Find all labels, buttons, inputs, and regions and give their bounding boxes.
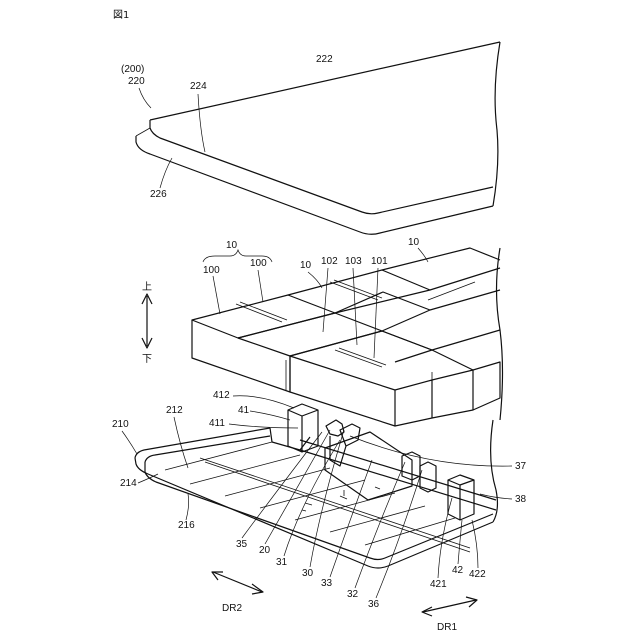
label-37: 37	[515, 461, 527, 472]
label-41: 41	[238, 405, 250, 416]
label-220: 220	[128, 76, 145, 87]
leader-20	[265, 430, 330, 544]
label-20: 20	[259, 545, 271, 556]
label-100-b: 100	[250, 258, 267, 269]
tray-210	[135, 420, 497, 568]
axis-dr2	[212, 572, 263, 594]
leader-36	[376, 470, 422, 598]
label-36: 36	[368, 599, 380, 610]
label-212: 212	[166, 405, 183, 416]
label-33: 33	[321, 578, 333, 589]
leader-100-b	[258, 270, 263, 302]
leader-226	[160, 158, 172, 188]
label-226: 226	[150, 189, 167, 200]
battery-modules	[192, 248, 503, 426]
figure-title: 図1	[113, 9, 129, 21]
leader-216	[186, 494, 189, 520]
label-38: 38	[515, 494, 527, 505]
axis-dr1	[422, 597, 477, 616]
label-up: 上	[142, 281, 152, 293]
leader-210	[122, 431, 137, 454]
leader-10-mid	[308, 272, 322, 288]
label-102: 102	[321, 256, 338, 267]
label-42: 42	[452, 565, 464, 576]
label-31: 31	[276, 557, 288, 568]
label-32: 32	[347, 589, 359, 600]
label-222: 222	[316, 54, 333, 65]
leader-422	[472, 520, 478, 568]
label-224: 224	[190, 81, 207, 92]
label-421: 421	[430, 579, 447, 590]
leader-37	[350, 436, 512, 466]
label-100-a: 100	[203, 265, 220, 276]
label-101: 101	[371, 256, 388, 267]
label-210: 210	[112, 419, 129, 430]
label-30: 30	[302, 568, 314, 579]
label-down: 下	[142, 354, 152, 365]
leader-41	[250, 411, 290, 420]
label-412: 412	[213, 390, 230, 401]
label-216: 216	[178, 520, 195, 531]
leader-102	[323, 268, 328, 332]
leader-103	[353, 268, 357, 345]
label-103: 103	[345, 256, 362, 267]
leader-224	[198, 94, 205, 152]
leader-42	[458, 520, 462, 564]
leader-100-a	[213, 276, 220, 314]
label-10-right: 10	[408, 237, 420, 248]
label-411: 411	[209, 418, 225, 429]
leader-101	[374, 268, 378, 358]
label-35: 35	[236, 539, 248, 550]
label-dr2: DR2	[222, 603, 242, 614]
label-dr1: DR1	[437, 622, 457, 633]
label-200: (200)	[121, 64, 144, 75]
label-214: 214	[120, 478, 137, 489]
label-10-left: 10	[226, 240, 238, 251]
cover-220	[136, 42, 500, 234]
label-422: 422	[469, 569, 486, 580]
label-10-mid: 10	[300, 260, 312, 271]
leader-220	[139, 88, 151, 108]
leader-35	[242, 432, 322, 538]
